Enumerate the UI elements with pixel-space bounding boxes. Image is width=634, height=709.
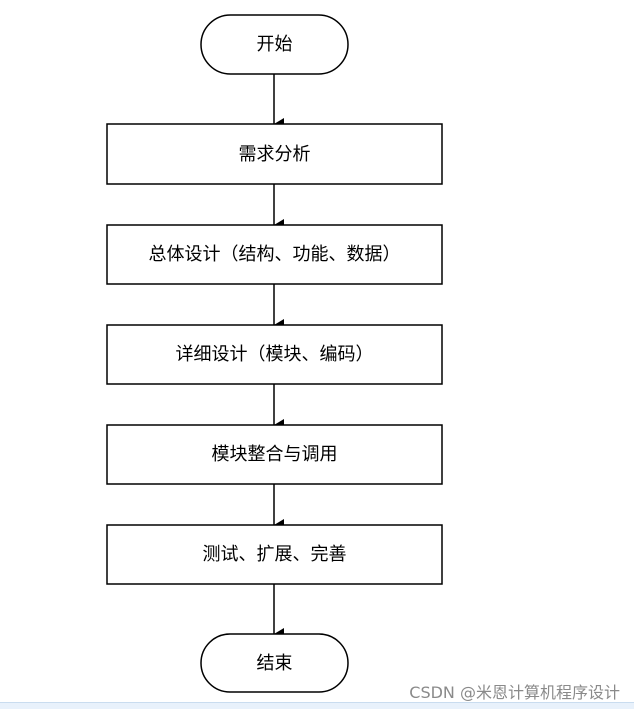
process-step-3-label: 详细设计（模块、编码）	[176, 344, 374, 365]
process-step-4-label: 模块整合与调用	[212, 444, 338, 465]
process-step-1: 需求分析	[106, 123, 443, 185]
process-step-5-label: 测试、扩展、完善	[203, 544, 347, 565]
end-node: 结束	[200, 633, 349, 693]
start-node: 开始	[200, 14, 349, 75]
process-step-1-label: 需求分析	[239, 144, 311, 165]
start-node-label: 开始	[257, 34, 293, 55]
bottom-border-band	[0, 702, 634, 709]
csdn-watermark: CSDN @米恩计算机程序设计	[409, 683, 620, 702]
end-node-label: 结束	[257, 653, 293, 674]
process-step-5: 测试、扩展、完善	[106, 524, 443, 585]
process-step-4: 模块整合与调用	[106, 424, 443, 485]
process-step-2-label: 总体设计（结构、功能、数据）	[149, 244, 401, 265]
process-step-3: 详细设计（模块、编码）	[106, 324, 443, 385]
process-step-2: 总体设计（结构、功能、数据）	[106, 224, 443, 285]
